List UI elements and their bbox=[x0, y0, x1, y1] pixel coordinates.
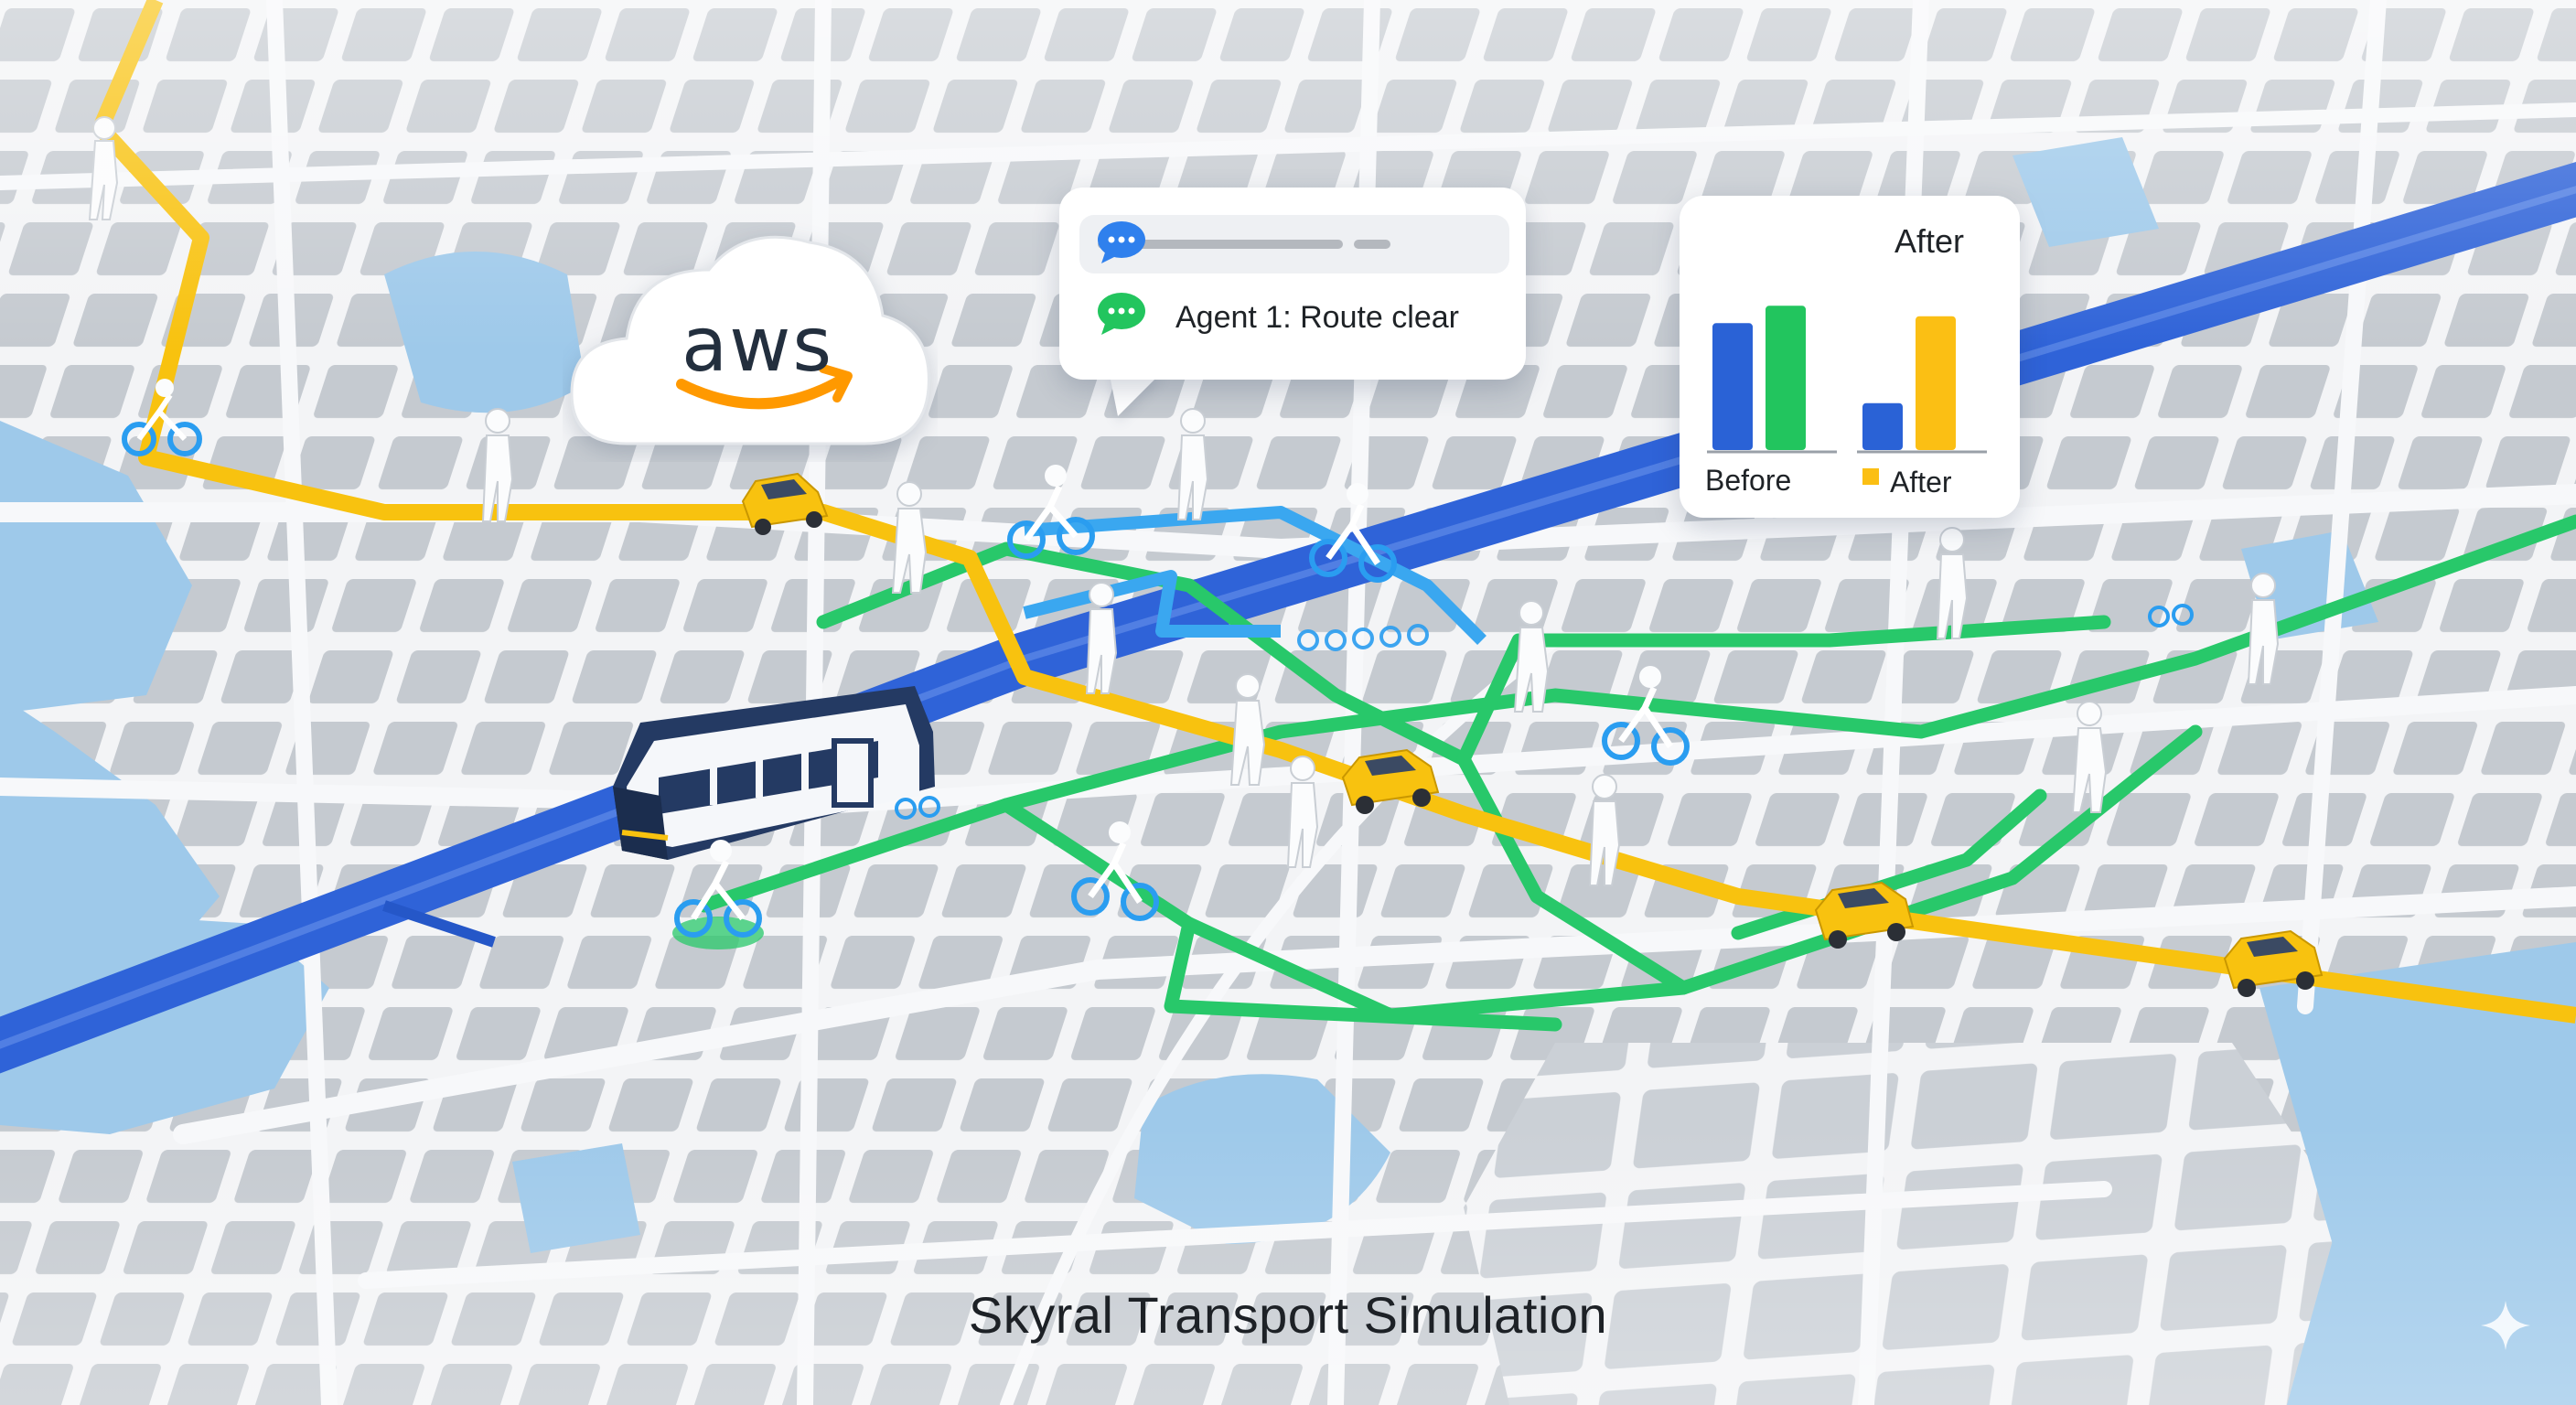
bar-before-1 bbox=[1766, 306, 1806, 450]
bar-after-0 bbox=[1862, 402, 1903, 450]
bar-group bbox=[1712, 306, 1956, 450]
chat-message-row bbox=[1079, 291, 1491, 349]
page-title: Skyral Transport Simulation bbox=[968, 1286, 1608, 1344]
before-axis-label: Before bbox=[1705, 464, 1791, 497]
chat-message-text: Agent 1: Route clear bbox=[1175, 300, 1459, 335]
after-legend-label: After bbox=[1890, 466, 1952, 499]
after-legend-swatch bbox=[1862, 468, 1879, 485]
bar-after-1 bbox=[1916, 316, 1956, 450]
chat-bubble-icon bbox=[1098, 293, 1145, 335]
chat-bubble-icon bbox=[1098, 221, 1145, 263]
after-header-label: After bbox=[1894, 222, 1964, 260]
aws-logo-text: aws bbox=[682, 302, 834, 389]
chat-message-placeholder bbox=[1079, 215, 1509, 273]
placeholder-line bbox=[1354, 240, 1390, 249]
comparison-chart: After Before After bbox=[1705, 222, 1987, 499]
aws-cloud-icon bbox=[570, 235, 930, 445]
chat-panel[interactable] bbox=[1059, 188, 1526, 380]
bar-before-0 bbox=[1712, 323, 1753, 450]
placeholder-line bbox=[1215, 240, 1343, 249]
sparkle-icon bbox=[2481, 1301, 2530, 1350]
placeholder-line bbox=[1098, 240, 1226, 249]
